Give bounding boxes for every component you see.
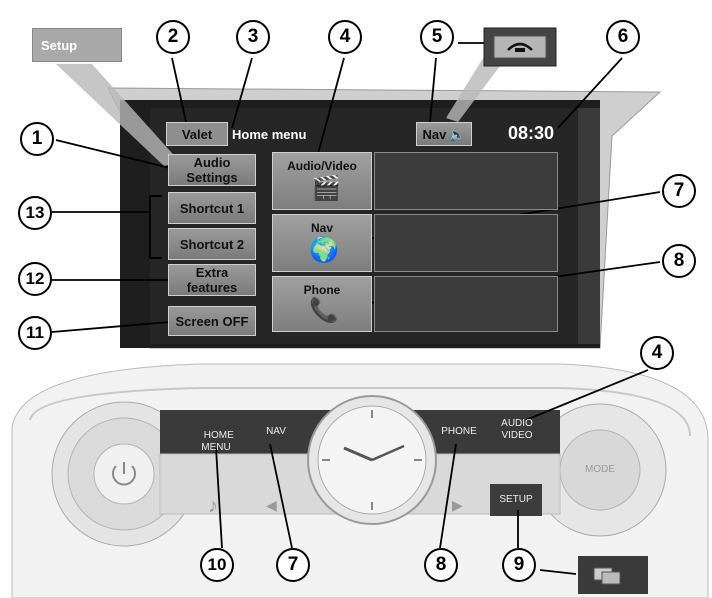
- setup-tab-label: Setup: [41, 38, 78, 53]
- phone-tile[interactable]: Phone 📞: [272, 276, 372, 332]
- speaker-icon: 🔈: [449, 126, 466, 142]
- extra-features-label: Extra features: [186, 265, 238, 295]
- callout-8-console: 8: [424, 548, 458, 582]
- screen-off-button[interactable]: Screen OFF: [168, 306, 256, 336]
- next-track-icon: ▶: [452, 497, 463, 513]
- callout-12: 12: [18, 262, 52, 296]
- globe-compass-icon: 🌍: [309, 237, 339, 264]
- valet-button[interactable]: Valet: [166, 122, 228, 146]
- callout-3: 3: [236, 20, 270, 54]
- hangup-icon: [507, 42, 533, 51]
- shortcut-1-label: Shortcut 1: [179, 200, 245, 216]
- shortcut-2-button[interactable]: Shortcut 2: [168, 228, 256, 260]
- nav-info-panel: [374, 214, 558, 272]
- clapperboard-music-icon: 🎬: [311, 175, 341, 202]
- clock-hour-hand: [343, 446, 373, 462]
- nav-tile[interactable]: Nav 🌍: [272, 214, 372, 272]
- music-note-icon: ♪: [208, 495, 218, 517]
- callout-11: 11: [18, 316, 52, 350]
- setup-key-label: SETUP: [499, 494, 533, 505]
- phone-key-label: PHONE: [441, 426, 477, 437]
- audio-video-tile[interactable]: Audio/Video 🎬: [272, 152, 372, 210]
- callout-7-console: 7: [276, 548, 310, 582]
- callout-5: 5: [420, 20, 454, 54]
- audio-settings-label: Audio Settings: [186, 155, 238, 185]
- home-menu-key-label: HOME MENU: [201, 430, 234, 453]
- nav-audio-indicator[interactable]: Nav 🔈: [416, 122, 472, 146]
- shortcut-1-button[interactable]: Shortcut 1: [168, 192, 256, 224]
- console-ridge: [29, 387, 691, 437]
- clock-ticks: [322, 410, 422, 510]
- callout-10: 10: [200, 548, 234, 582]
- extra-features-button[interactable]: Extra features: [168, 264, 256, 296]
- audio-settings-button[interactable]: Audio Settings: [168, 154, 256, 186]
- power-icon: [112, 465, 136, 486]
- nav-tile-label: Nav: [310, 221, 333, 235]
- valet-label: Valet: [181, 126, 213, 142]
- phone-end-key-inner: [493, 35, 547, 59]
- callout-4-top: 4: [328, 20, 362, 54]
- clock-minute-hand: [371, 444, 405, 462]
- nav-key[interactable]: NAV: [256, 426, 296, 438]
- audio-video-tile-label: Audio/Video: [287, 159, 357, 173]
- callout-4-console: 4: [640, 336, 674, 370]
- nav-key-label: NAV: [266, 426, 286, 437]
- audio-video-key-label: AUDIO VIDEO: [501, 418, 533, 441]
- phone-pointer-wedge: [446, 50, 506, 122]
- setup-tab[interactable]: Setup: [32, 28, 122, 62]
- callout-6: 6: [606, 20, 640, 54]
- home-menu-key[interactable]: HOME MENU: [194, 418, 238, 454]
- screen-off-label: Screen OFF: [175, 313, 249, 329]
- screen-side-shade: [578, 108, 600, 344]
- setup-key[interactable]: SETUP: [490, 494, 542, 506]
- phone-info-panel: [374, 276, 558, 332]
- callout-8-screen: 8: [662, 244, 696, 278]
- nav-indicator-label: Nav: [422, 126, 447, 142]
- callout-2: 2: [156, 20, 190, 54]
- callout-1: 1: [20, 122, 54, 156]
- phone-tile-label: Phone: [303, 283, 341, 297]
- clock-display: 08:30: [508, 123, 555, 143]
- shortcut-2-label: Shortcut 2: [179, 236, 245, 252]
- audio-video-key[interactable]: AUDIO VIDEO: [492, 418, 542, 442]
- callout-13: 13: [18, 196, 52, 230]
- callout-7-screen: 7: [662, 174, 696, 208]
- mode-label: MODE: [585, 464, 615, 475]
- setup-key-bg: [490, 484, 542, 516]
- phone-key[interactable]: PHONE: [434, 426, 484, 438]
- prev-track-icon: ◀: [266, 497, 277, 513]
- globe-phone-icon: 📞: [309, 297, 339, 324]
- callout-9: 9: [502, 548, 536, 582]
- audio-video-info-panel: [374, 152, 558, 210]
- mode-knob-label[interactable]: MODE: [580, 464, 620, 476]
- setup-pointer-wedge: [56, 64, 180, 166]
- page-title: Home menu: [232, 127, 307, 142]
